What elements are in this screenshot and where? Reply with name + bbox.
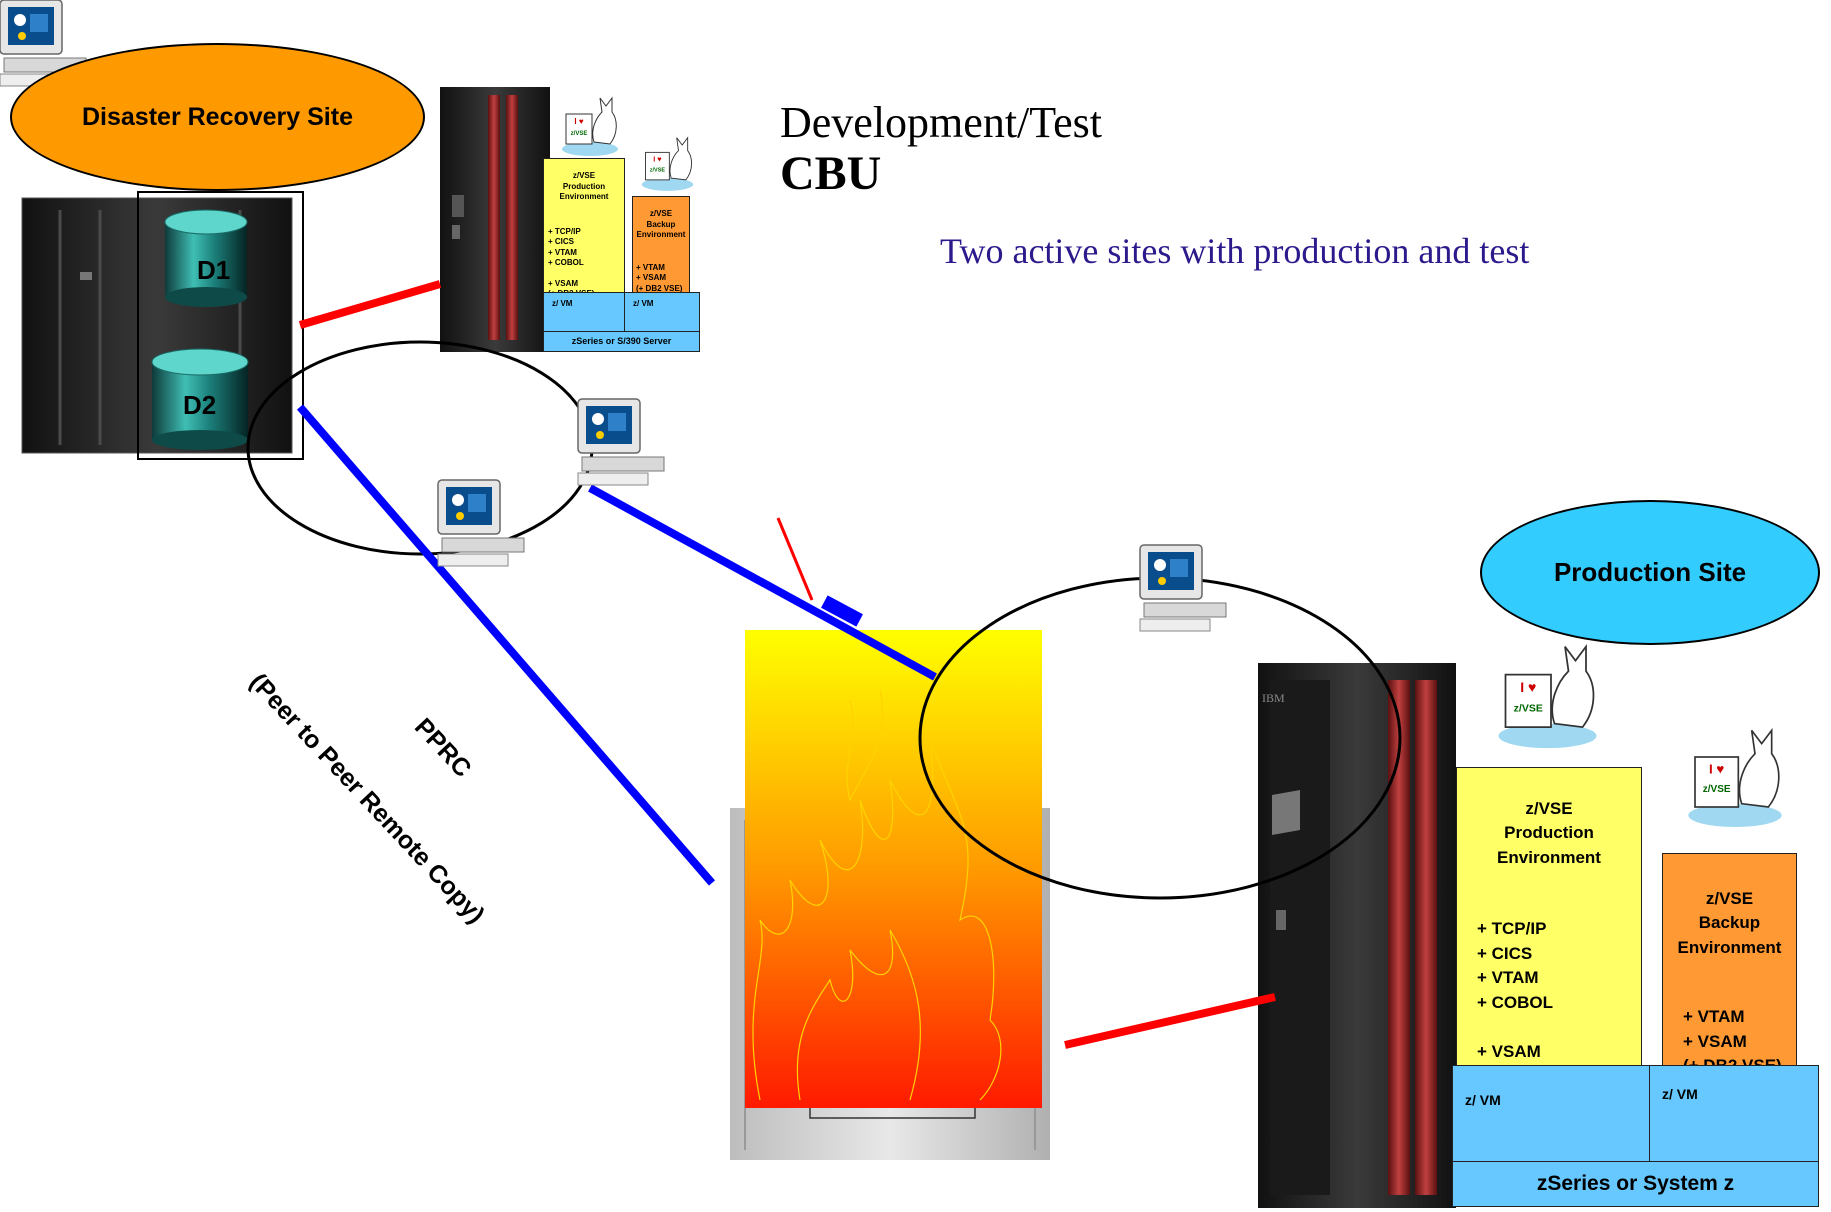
small-backup-env-box: z/VSE Backup Environment + VTAM + VSAM (…: [632, 196, 690, 293]
mascot-cat-icon-3: I ♥ z/VSE: [1498, 644, 1597, 749]
large-vm-right: z/ VM: [1649, 1065, 1819, 1162]
production-site-ellipse: Production Site: [1480, 500, 1820, 645]
large-server-base: zSeries or System z: [1452, 1161, 1819, 1207]
workstation-icon: [0, 0, 87, 87]
mascot-line1: I ♥: [653, 155, 661, 164]
red-link-storage-server: [298, 280, 442, 329]
large-prod-env-box: z/VSE Production Environment + TCP/IP + …: [1456, 767, 1642, 1086]
workstation-icon-4: [1139, 544, 1227, 632]
burning-server-icon: [730, 630, 1050, 1160]
large-vm-left-label: z/ VM: [1465, 1092, 1501, 1108]
headline-line1: Development/Test: [780, 98, 1102, 147]
mascot-cat-icon-4: I ♥ z/VSE: [1688, 727, 1782, 827]
small-server-base: zSeries or S/390 Server: [543, 331, 700, 352]
mascot-line2: z/VSE: [571, 131, 588, 137]
small-vm-left-label: z/ VM: [552, 299, 573, 308]
mascot-line2: z/VSE: [650, 168, 666, 174]
disk-d2-label: D2: [183, 390, 217, 420]
red-link-fire-mainframe: [1064, 993, 1276, 1049]
small-vm-left: z/ VM: [543, 292, 625, 332]
blue-link-pprc: [296, 404, 716, 886]
svg-text:IBM: IBM: [1262, 691, 1285, 705]
small-backup-env-title: z/VSE Backup Environment: [636, 209, 686, 240]
small-mainframe-icon: [440, 87, 550, 352]
small-prod-env-box: z/VSE Production Environment + TCP/IP + …: [543, 158, 625, 298]
large-server-label: zSeries or System z: [1536, 1172, 1735, 1195]
large-prod-env-title: z/VSE Production Environment: [1497, 798, 1601, 867]
disaster-recovery-site-ellipse: Disaster Recovery Site: [10, 43, 425, 191]
network-ring-disaster: [246, 340, 594, 556]
disk-d1-label: D1: [197, 255, 231, 285]
small-prod-env-title: z/VSE Production Environment: [559, 171, 609, 202]
mascot-cat-icon: I ♥ z/VSE: [562, 96, 618, 156]
mascot-line2: z/VSE: [1514, 702, 1543, 714]
small-prod-env-items: + TCP/IP + CICS + VTAM + COBOL + VSAM (+…: [548, 226, 594, 298]
mascot-line2: z/VSE: [1703, 784, 1731, 795]
red-marker-line: [776, 517, 814, 601]
small-vm-right: z/ VM: [624, 292, 700, 332]
large-prod-env-items: + TCP/IP + CICS + VTAM + COBOL + VSAM (+…: [1477, 919, 1576, 1086]
blue-link-network: [588, 484, 937, 681]
small-backup-env-items: + VTAM + VSAM (+ DB2 VSE): [636, 262, 683, 293]
mascot-line1: I ♥: [574, 117, 583, 126]
large-mainframe-icon: IBM: [1258, 663, 1456, 1208]
headline-line2: CBU: [780, 147, 882, 201]
small-server-label: zSeries or S/390 Server: [571, 336, 672, 346]
disk-d2-icon: [151, 348, 249, 450]
link-connector-icon: [821, 595, 863, 627]
large-backup-env-box: z/VSE Backup Environment + VTAM + VSAM (…: [1662, 853, 1797, 1075]
small-vm-right-label: z/ VM: [633, 299, 654, 308]
large-vm-right-label: z/ VM: [1662, 1086, 1698, 1102]
workstation-icon-2: [577, 398, 665, 486]
mascot-line1: I ♥: [1520, 679, 1536, 695]
headline-title: Development/Test CBU: [780, 98, 1102, 201]
large-backup-env-title: z/VSE Backup Environment: [1677, 888, 1782, 957]
mascot-line1: I ♥: [1709, 762, 1724, 777]
subtitle: Two active sites with production and tes…: [940, 231, 1530, 271]
disk-d1-icon: [164, 209, 248, 307]
production-site-label: Production Site: [1553, 557, 1747, 587]
large-vm-left: z/ VM: [1452, 1065, 1650, 1162]
mascot-cat-icon-2: I ♥ z/VSE: [641, 136, 694, 191]
disaster-recovery-site-label: Disaster Recovery Site: [82, 102, 353, 131]
